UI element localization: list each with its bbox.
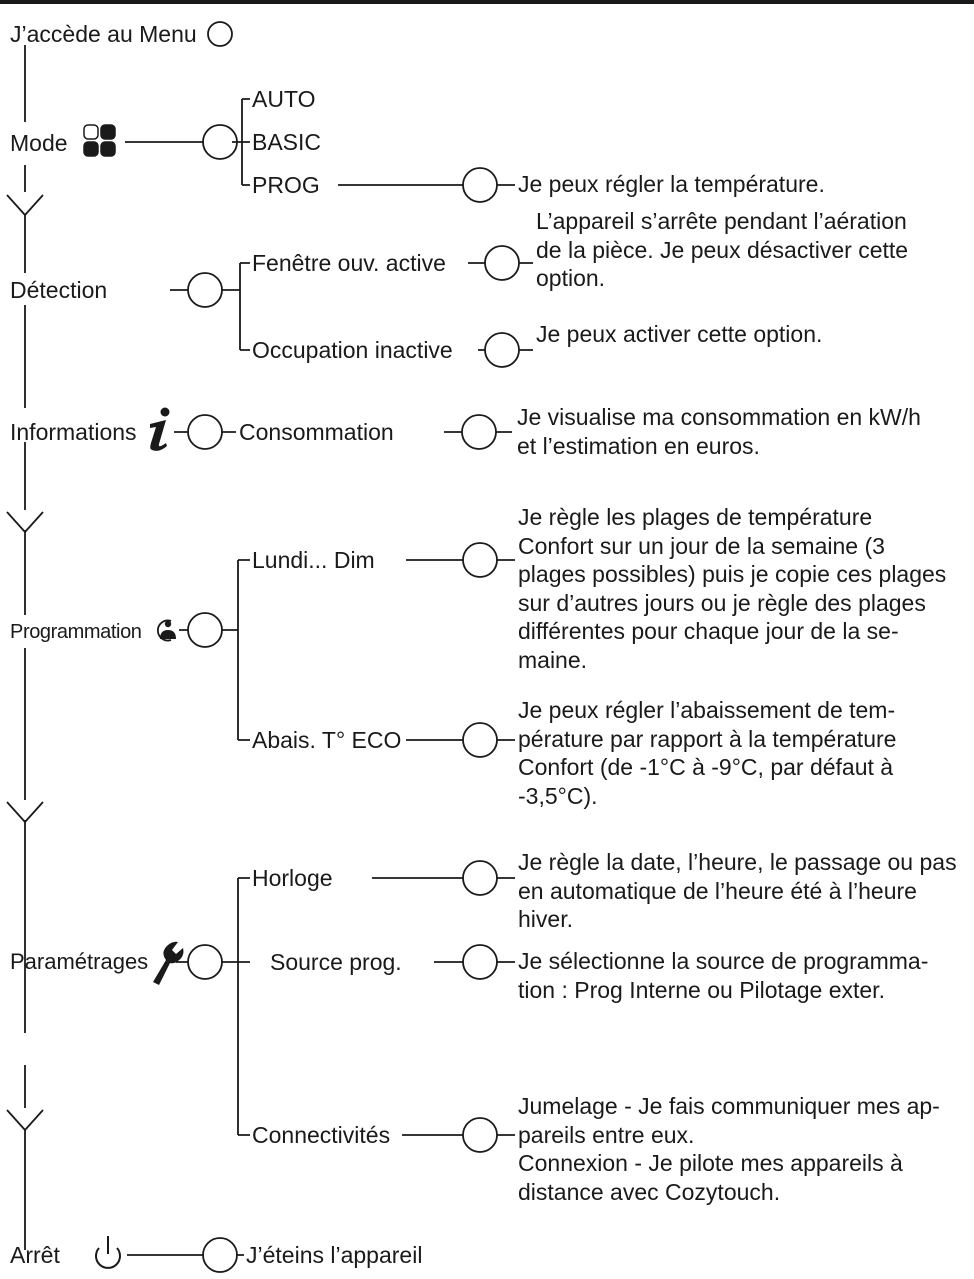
source-label: Source prog. (270, 949, 402, 975)
option-basic: BASIC (252, 129, 322, 155)
menu-entry-label: J’accède au Menu (10, 21, 197, 47)
mode-bracket (241, 98, 250, 186)
arrow-down-2 (6, 511, 44, 534)
occupation-circle (484, 332, 520, 368)
consumption-circle (461, 414, 497, 450)
parametrages-circle (187, 944, 223, 980)
days-label: Lundi... Dim (252, 547, 375, 573)
programmation-bracket (237, 559, 250, 741)
window-circle (484, 245, 520, 281)
eco-circle (462, 722, 498, 758)
detection-circle (187, 272, 223, 308)
mode-label: Mode (10, 130, 68, 156)
occupation-label: Occupation inactive (252, 337, 453, 363)
four-squares-icon (83, 124, 116, 157)
eco-note: Je peux régler l’abaissement de tem- pér… (518, 697, 897, 809)
window-label: Fenêtre ouv. active (252, 250, 446, 276)
mode-circle (202, 124, 238, 160)
arret-note: J’éteins l’appareil (246, 1242, 423, 1268)
programmation-circle (187, 612, 223, 648)
consumption-label: Consommation (239, 419, 394, 445)
arrow-down-1 (6, 194, 44, 217)
window-note: L’appareil s’arrête pendant l’aération d… (536, 208, 909, 291)
detection-label: Détection (10, 277, 108, 303)
source-circle (462, 944, 498, 980)
arret-circle (202, 1237, 238, 1273)
wrench-icon (153, 941, 184, 985)
power-icon (95, 1236, 121, 1269)
option-auto: AUTO (252, 86, 316, 112)
connect-circle (462, 1117, 498, 1153)
info-circle (187, 414, 223, 450)
detection-bracket (239, 262, 250, 351)
connect-note: Jumelage - Je fais communiquer mes ap- p… (518, 1093, 940, 1205)
prog-circle (462, 167, 498, 203)
informations-label: Informations (10, 419, 137, 445)
consumption-note: Je visualise ma consommation en kW/h et … (517, 404, 921, 459)
arrow-down-4 (6, 1109, 44, 1132)
info-icon (150, 407, 170, 451)
source-note: Je sélectionne la source de programma- t… (518, 948, 929, 1003)
parametrages-bracket (237, 877, 250, 1136)
option-prog: PROG (252, 172, 320, 198)
eco-label: Abais. T° ECO (252, 727, 402, 753)
menu-circle (207, 21, 233, 47)
days-circle (462, 542, 498, 578)
clock-note: Je règle la date, l’heure, le passage ou… (518, 849, 957, 932)
prog-note: Je peux régler la température. (518, 171, 825, 197)
occupation-note: Je peux activer cette option. (536, 321, 823, 347)
clock-circle (462, 860, 498, 896)
arrow-down-3 (6, 801, 44, 824)
clock-person-icon (157, 619, 176, 642)
programmation-label: Programmation (10, 621, 142, 643)
clock-label: Horloge (252, 865, 333, 891)
days-note: Je règle les plages de température Confo… (518, 504, 947, 673)
arret-label: Arrêt (10, 1242, 60, 1268)
connect-label: Connectivités (252, 1122, 391, 1148)
parametrages-label: Paramétrages (10, 949, 149, 974)
